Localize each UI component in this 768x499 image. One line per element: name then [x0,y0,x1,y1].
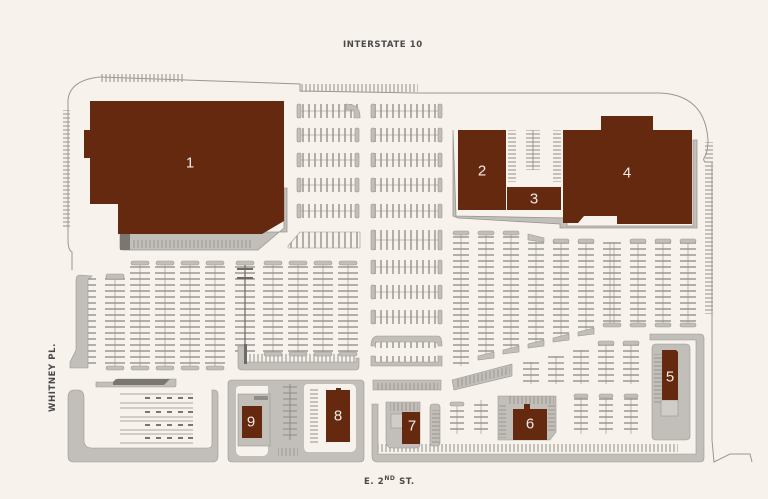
building-1[interactable]: 1 [84,101,288,251]
building-2[interactable]: 2 [458,130,506,210]
building-3-label: 3 [530,191,538,208]
parking-block-south-center [451,340,640,391]
street-label-e-2nd-prefix: E. 2 [364,476,385,487]
parking-row-west [63,110,70,228]
pavement-south [371,333,705,463]
building-group-2-3-4 [452,129,698,229]
building-1-label: 1 [186,155,194,172]
parking-block-center-north-2 [370,103,443,391]
building-2-label: 2 [478,163,486,180]
building-4[interactable]: 4 [563,116,692,224]
parking-row-east [705,142,713,314]
parking-block-center-west [235,260,360,371]
building-8[interactable]: 8 [326,388,350,442]
building-5-label: 5 [666,369,674,386]
parking-row-north [100,74,185,82]
building-4-label: 4 [623,165,631,182]
building-3[interactable]: 3 [507,187,561,210]
parking-block-west [69,260,225,371]
building-8-label: 8 [334,408,342,425]
building-6-label: 6 [526,416,534,433]
parking-block-center-north [287,103,361,249]
building-9-label: 9 [247,414,255,431]
street-label-e-2nd-suffix: ST. [395,476,415,487]
parking-block-southwest [67,378,219,463]
street-label-e-2nd-sup: ND [384,475,396,482]
street-label-interstate-10: INTERSTATE 10 [343,40,423,50]
parking-block-south-east [449,393,639,434]
building-7-label: 7 [408,418,416,435]
street-label-e-2nd-st: E. 2ND ST. [364,475,415,487]
building-5[interactable]: 5 [662,350,678,400]
building-6[interactable]: 6 [513,404,547,440]
parking-row-north-2 [300,84,418,92]
parking-block-east [452,230,697,366]
building-7[interactable]: 7 [402,412,420,444]
building-9[interactable]: 9 [242,406,262,438]
